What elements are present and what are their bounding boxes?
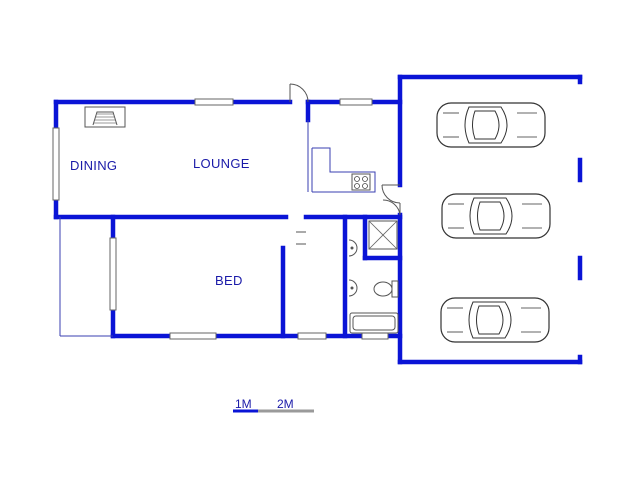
room-label-dining: DINING <box>70 158 117 173</box>
thin-lines <box>59 120 376 337</box>
toilet-icon <box>373 280 399 298</box>
bathtub-icon <box>349 312 399 334</box>
room-label-lounge: LOUNGE <box>193 156 250 171</box>
room-label-bed: BED <box>215 273 243 288</box>
door-swing-icon <box>289 83 401 245</box>
fireplace-icon <box>84 106 126 128</box>
basin-icon <box>348 239 358 297</box>
stove-icon <box>351 173 371 191</box>
shower-icon <box>368 220 398 250</box>
car-icon <box>440 297 550 343</box>
scale-bar: 1M 2M <box>233 397 314 413</box>
scale-label-2m: 2M <box>277 397 294 411</box>
scale-label-1m: 1M <box>235 397 252 411</box>
windows <box>52 98 389 340</box>
car-icon <box>441 193 551 239</box>
car-icon <box>436 102 546 148</box>
